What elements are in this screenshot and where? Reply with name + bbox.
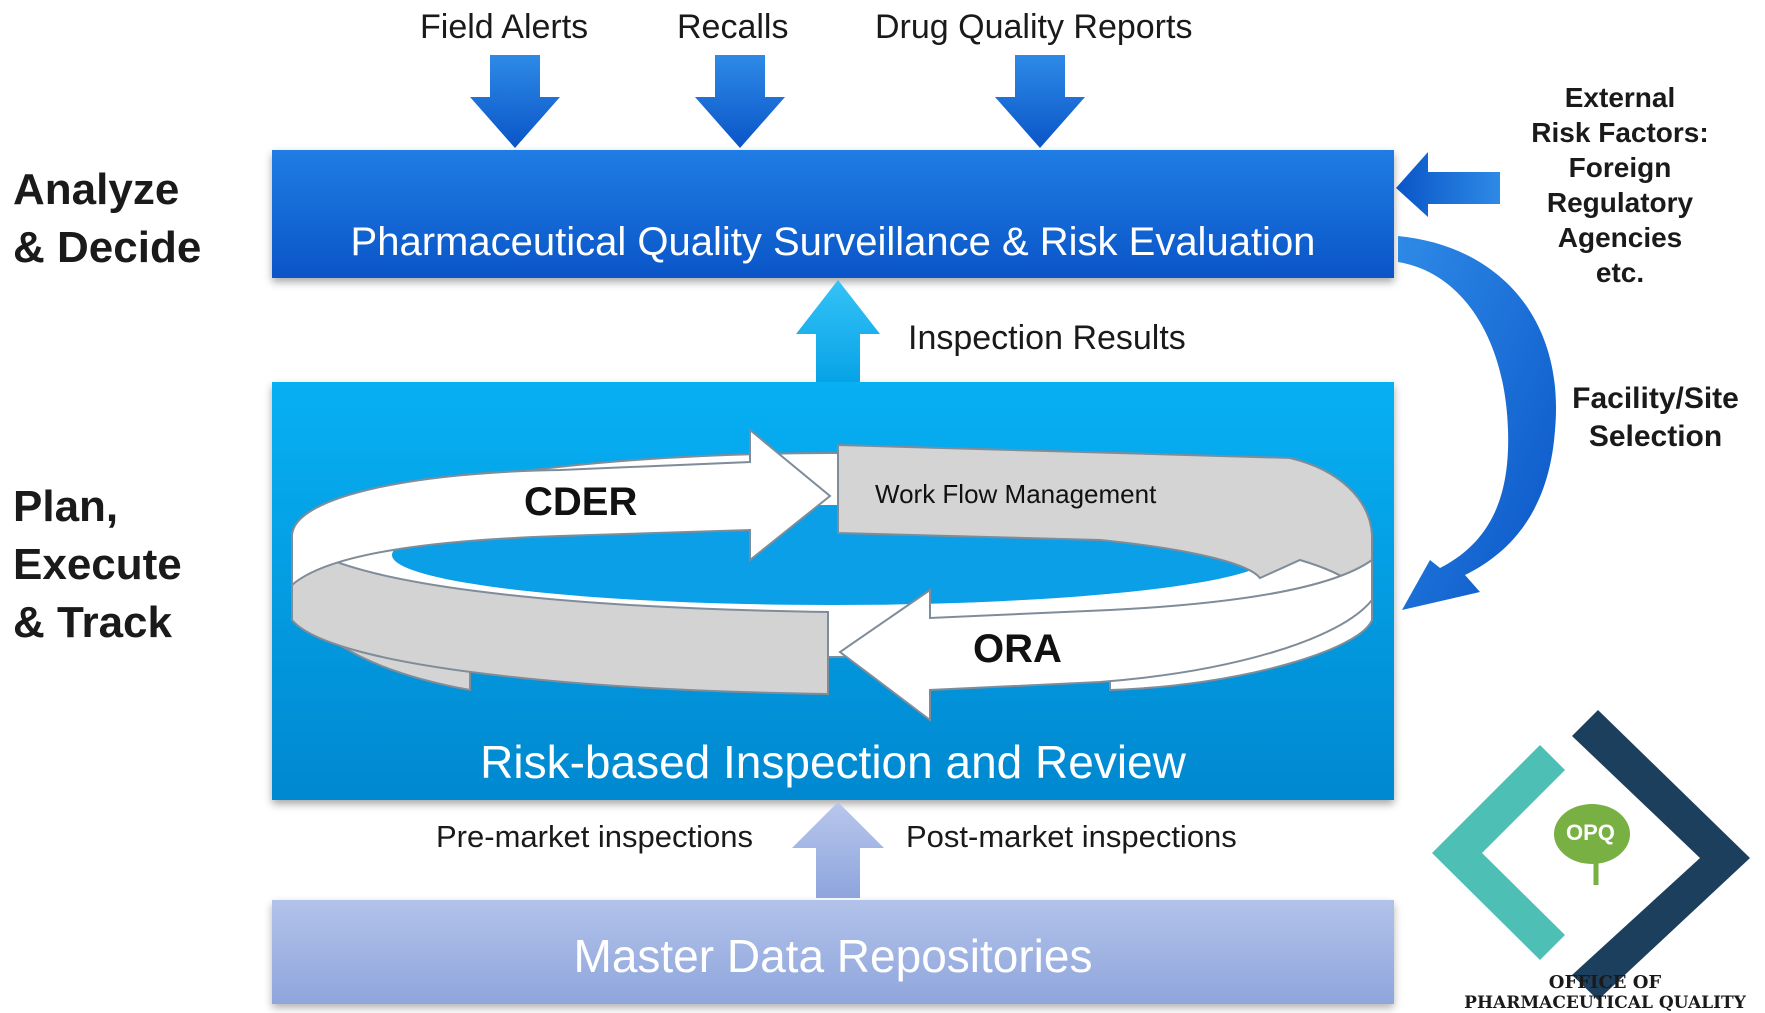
repositories-box: Master Data Repositories: [272, 900, 1394, 1004]
logo-green-badge: [1554, 804, 1630, 864]
recalls-label: Recalls: [677, 8, 789, 46]
ora-label: ORA: [973, 627, 1062, 671]
drug-quality-reports-label: Drug Quality Reports: [875, 8, 1193, 46]
logo-initials: OPQ: [1566, 820, 1615, 845]
logo-teal-chevron: [1432, 745, 1565, 960]
surveillance-box: Pharmaceutical Quality Surveillance & Ri…: [272, 150, 1394, 278]
inspection-results-arrow: [796, 280, 880, 382]
recalls-arrow: [695, 55, 785, 148]
cder-arrow: [291, 427, 832, 588]
repositories-title: Master Data Repositories: [573, 930, 1093, 982]
ora-arrow: [838, 558, 1373, 723]
opq-logo: [1432, 710, 1750, 1000]
logo-caption-line1: OFFICE OF: [1548, 972, 1662, 993]
pre-market-label: Pre-market inspections: [436, 819, 754, 854]
cder-label: CDER: [524, 480, 638, 524]
market-inspections-arrow: [792, 802, 884, 898]
workflow-cycle: [291, 427, 1373, 723]
surveillance-title: Pharmaceutical Quality Surveillance & Ri…: [350, 220, 1316, 264]
workflow-label: Work Flow Management: [875, 479, 1157, 509]
analyze-decide-label: Analyze & Decide: [13, 165, 202, 272]
facility-selection-arrow: [1398, 236, 1557, 610]
field-alerts-label: Field Alerts: [420, 8, 589, 46]
logo-caption-line2: PHARMACEUTICAL QUALITY: [1464, 993, 1746, 1013]
facility-site-selection-label: Facility/Site Selection: [1572, 382, 1739, 453]
inspection-title: Risk-based Inspection and Review: [480, 736, 1186, 788]
field-alerts-arrow: [470, 55, 560, 148]
plan-execute-track-label: Plan, Execute & Track: [13, 482, 182, 647]
inspection-results-label: Inspection Results: [908, 319, 1186, 357]
post-market-label: Post-market inspections: [906, 819, 1237, 854]
drug-quality-reports-arrow: [995, 55, 1085, 148]
external-risk-factors-label: External Risk Factors: Foreign Regulator…: [1531, 82, 1709, 288]
external-risk-arrow: [1396, 152, 1500, 217]
logo-navy-chevron: [1572, 710, 1750, 1000]
